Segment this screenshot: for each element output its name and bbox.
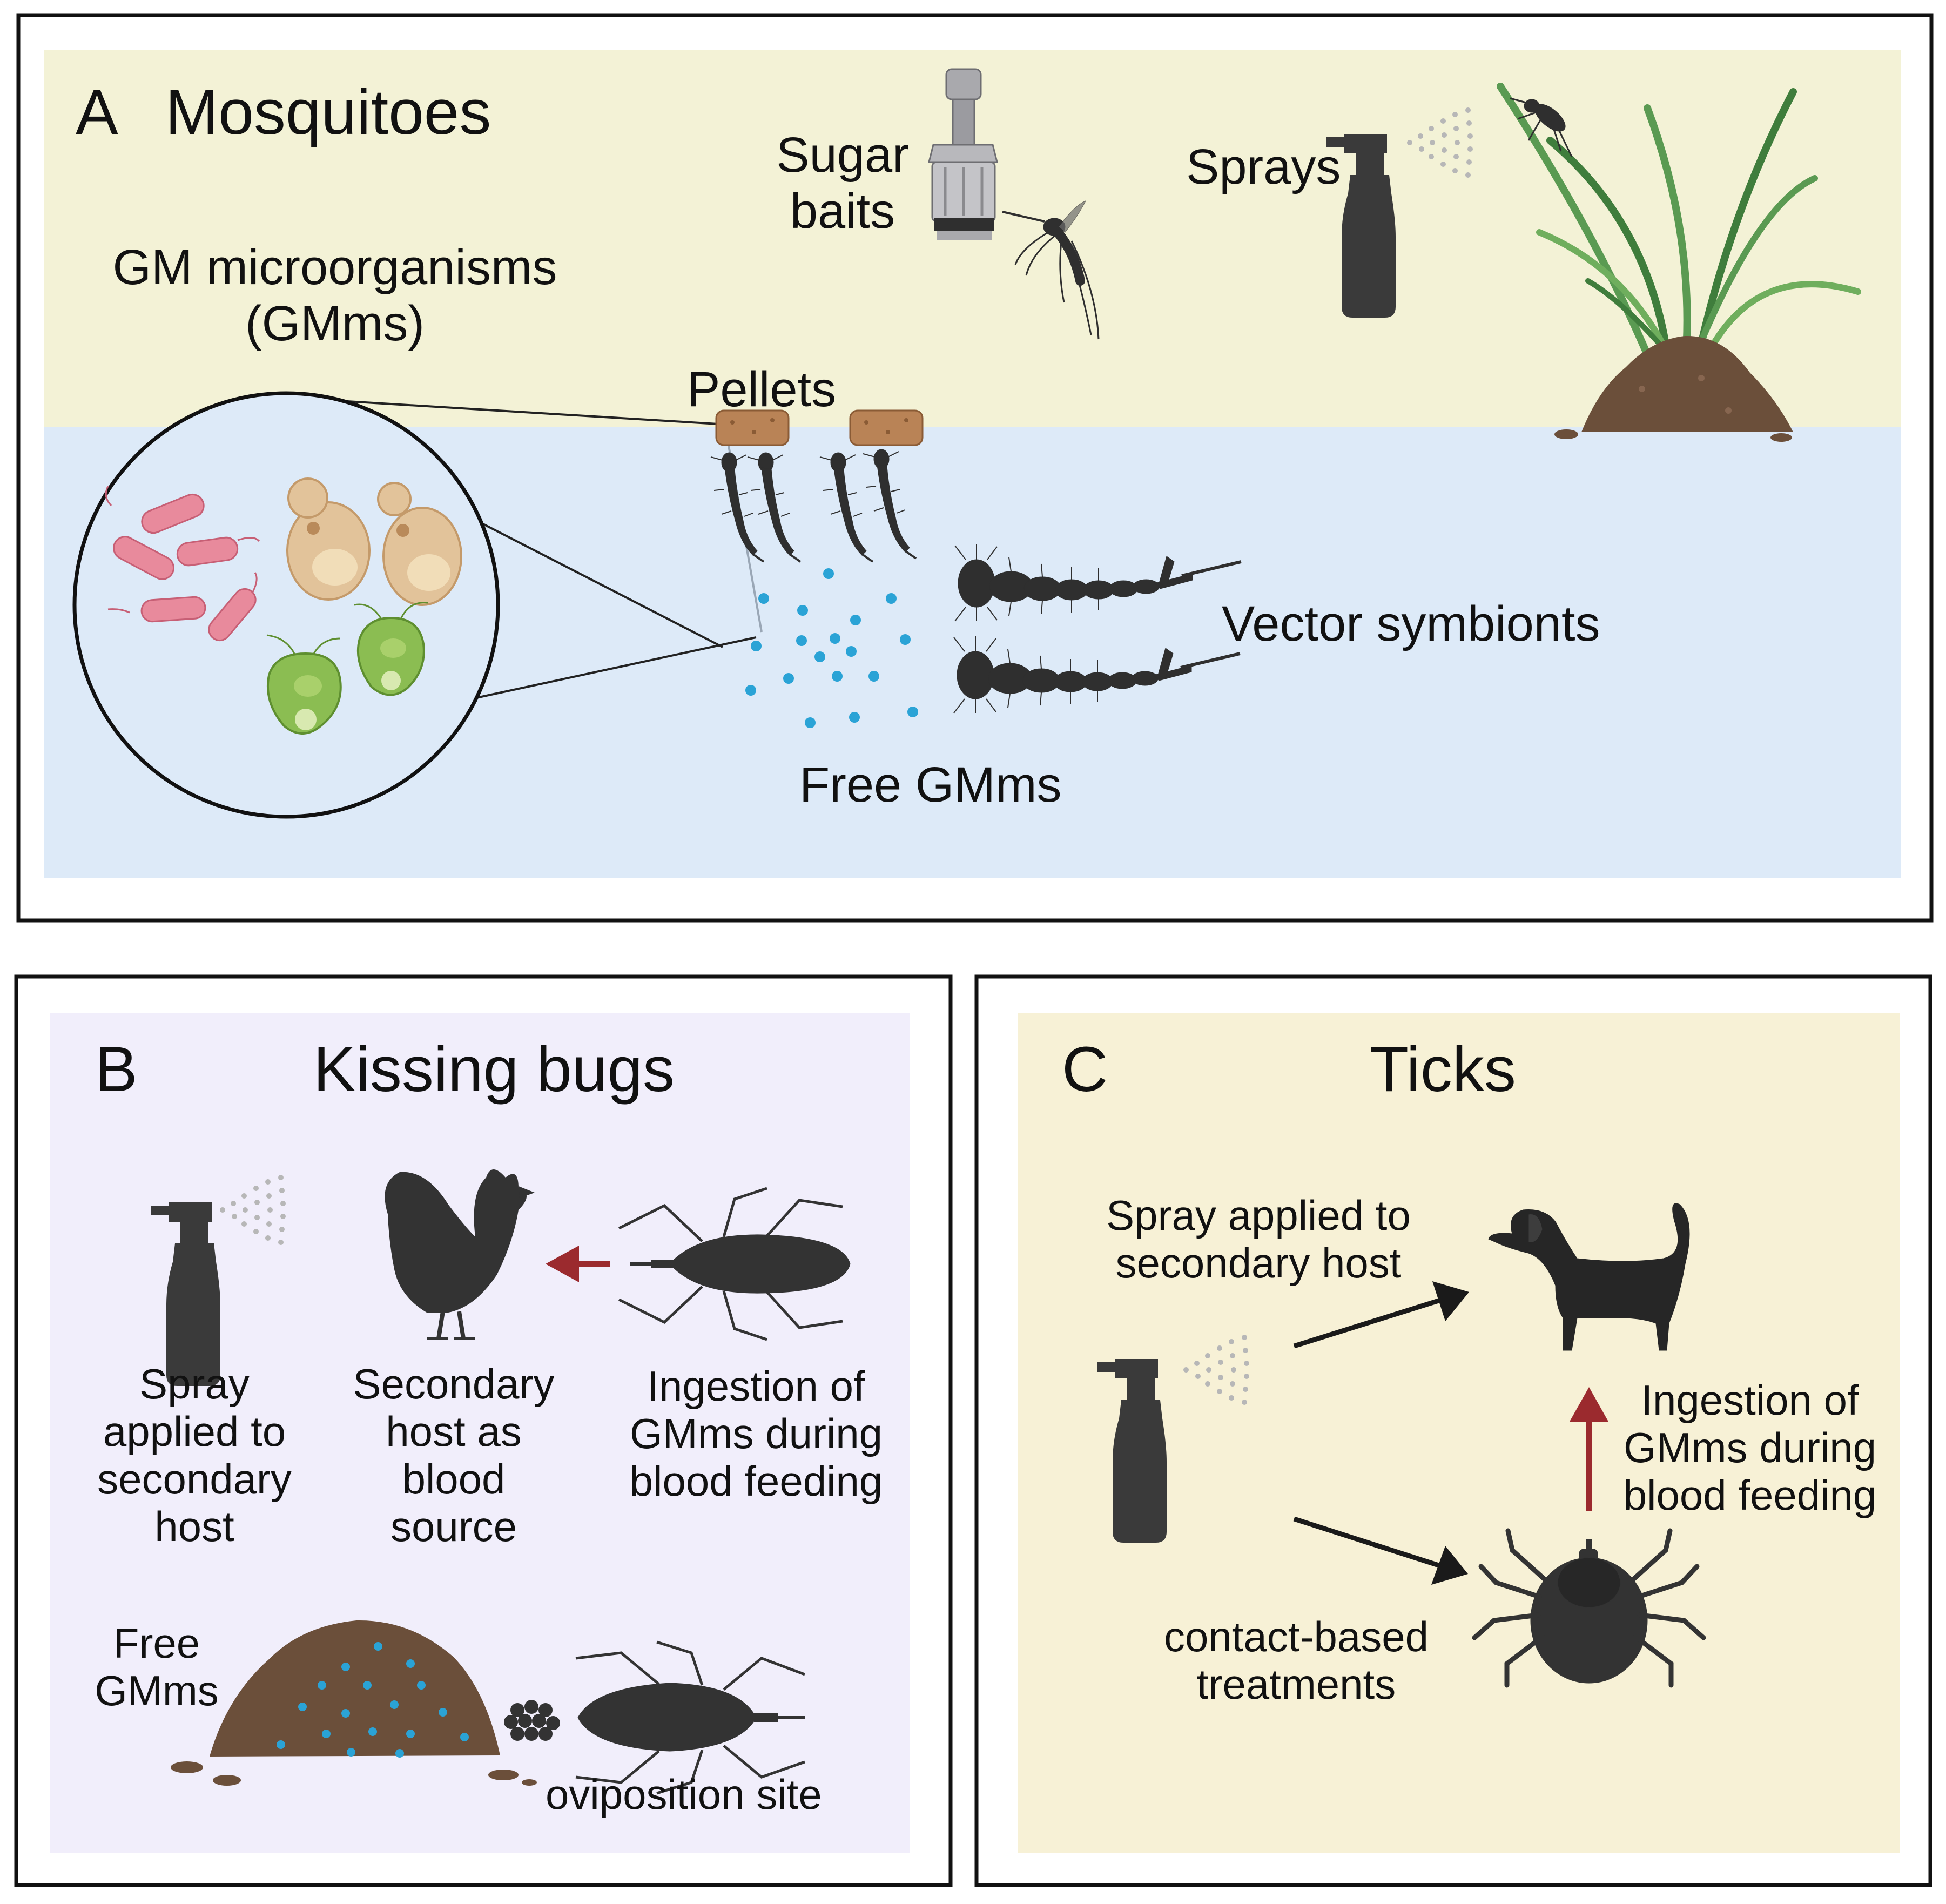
panel-c-letter: C (1062, 1034, 1108, 1105)
secondary-host-label: Secondary host as blood source (353, 1360, 555, 1551)
sugar-baits-label: Sugar baits (776, 127, 909, 239)
panel-a-title: Mosquitoes (165, 77, 491, 148)
mosquito-icon (1002, 200, 1100, 340)
red-arrow (546, 1246, 610, 1282)
algae-icon (266, 602, 428, 735)
contact-based-label: contact-based treatments (1164, 1613, 1429, 1708)
kissing-bug-icon (618, 1187, 851, 1341)
zoom-circle (72, 391, 500, 819)
pellet-icon (849, 409, 924, 446)
dog-icon (1488, 1203, 1690, 1351)
sugar-bait-station-icon (928, 68, 998, 240)
pellets-label: Pellets (687, 362, 837, 417)
ingestion-label: Ingestion of GMms during blood feeding (629, 1362, 883, 1505)
tick-icon (1472, 1528, 1706, 1688)
oviposition-site-label: oviposition site (546, 1771, 822, 1818)
egg-cluster-icon (504, 1700, 560, 1741)
panel-c-title: Ticks (1370, 1034, 1516, 1105)
soil-mound-icon (171, 1620, 537, 1786)
gm-microorganisms-label: GM microorganisms (GMms) (112, 240, 557, 351)
gm-dots (745, 568, 918, 728)
soil-mound-icon (1554, 335, 1793, 442)
spray-applied-label: Spray applied to secondary host (1106, 1192, 1411, 1287)
panel-a-letter: A (76, 77, 118, 148)
black-arrow (1293, 1297, 1443, 1569)
mosquito-icon (1510, 97, 1573, 157)
sprays-label: Sprays (1186, 139, 1341, 194)
free-gmms-label: Free GMms (95, 1619, 219, 1715)
panel-b (14, 974, 953, 1887)
grass-icon (1497, 83, 1861, 371)
yeast-icon (286, 477, 462, 606)
vector-symbionts-label: Vector symbionts (1222, 596, 1600, 651)
panel-c (974, 974, 1932, 1887)
spray-applied-label: Spray applied to secondary host (97, 1360, 292, 1551)
ingestion-label: Ingestion of GMms during blood feeding (1623, 1376, 1877, 1519)
panel-b-title: Kissing bugs (313, 1034, 675, 1105)
red-arrow (1570, 1387, 1608, 1511)
panel-a (16, 13, 1934, 923)
free-gmms-label: Free GMms (799, 757, 1062, 812)
bacteria-icon (105, 486, 260, 642)
panel-b-letter: B (95, 1034, 138, 1105)
kissing-bug-icon (575, 1640, 805, 1795)
chicken-icon (385, 1169, 535, 1340)
